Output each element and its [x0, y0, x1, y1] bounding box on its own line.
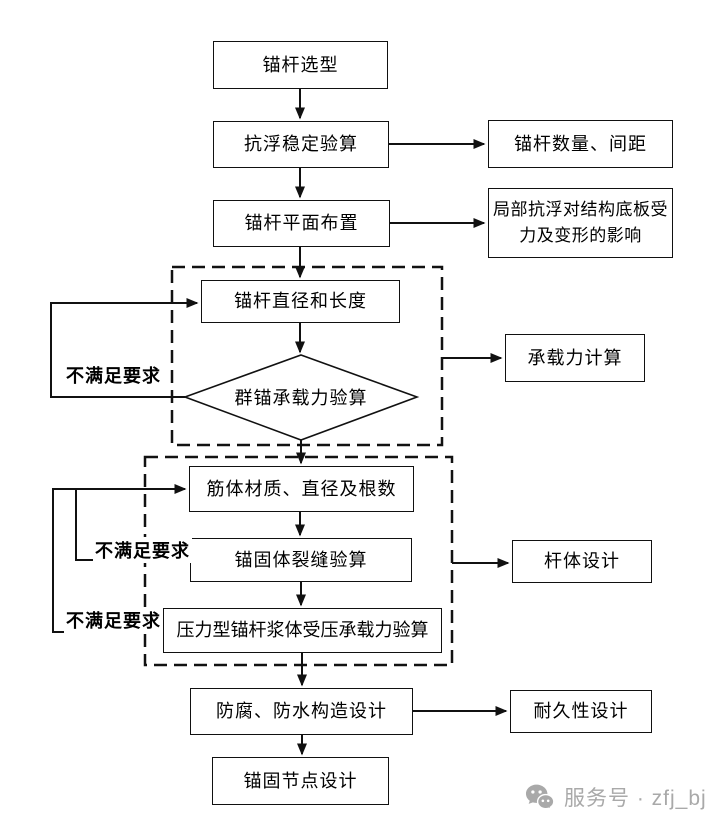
node-rod-design: 杆体设计 [512, 540, 652, 583]
label-not-satisfied-1: 不满足要求 [64, 362, 163, 388]
node-group-anchor-check: 群锚承载力验算 [234, 388, 368, 408]
label-not-satisfied-3: 不满足要求 [64, 607, 163, 633]
node-bearing-capacity-calc: 承载力计算 [505, 334, 645, 382]
node-anchor-plan-layout: 锚杆平面布置 [213, 200, 390, 247]
node-pressure-grout-check: 压力型锚杆浆体受压承载力验算 [163, 608, 442, 653]
node-anchor-diameter-length: 锚杆直径和长度 [201, 280, 400, 323]
node-antifloat-check: 抗浮稳定验算 [213, 121, 389, 168]
node-anchor-count-spacing: 锚杆数量、间距 [488, 120, 673, 168]
watermark: 服务号 · zfj_bj [524, 782, 707, 812]
dashed-group-bearing-check [170, 265, 444, 447]
node-grout-crack-check: 锚固体裂缝验算 [190, 538, 412, 582]
node-durability-design: 耐久性设计 [510, 690, 652, 733]
wechat-icon [525, 784, 555, 811]
node-tendon-material: 筋体材质、直径及根数 [189, 466, 414, 512]
node-local-antifloat-effect: 局部抗浮对结构底板受力及变形的影响 [488, 188, 673, 258]
node-anchor-node-design: 锚固节点设计 [212, 757, 389, 805]
node-anticorrosion-design: 防腐、防水构造设计 [190, 688, 413, 735]
node-anchor-selection: 锚杆选型 [213, 41, 388, 89]
watermark-text: 服务号 · zfj_bj [564, 787, 707, 810]
feedback-diamond-to-diameter [50, 298, 199, 398]
label-not-satisfied-2: 不满足要求 [93, 537, 192, 563]
